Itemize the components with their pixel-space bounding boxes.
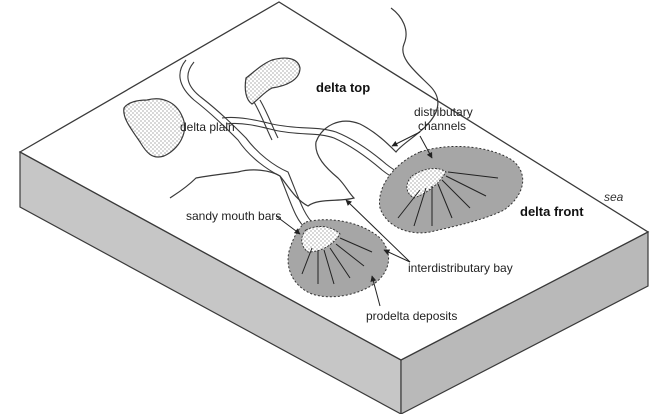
- label-distributary: distributary: [414, 105, 473, 119]
- label-delta-front: delta front: [520, 204, 584, 219]
- label-delta-top: delta top: [316, 80, 370, 95]
- label-channels: channels: [418, 119, 466, 133]
- label-prodelta-deposits: prodelta deposits: [366, 309, 457, 323]
- label-sandy-mouth-bars: sandy mouth bars: [186, 209, 281, 223]
- label-delta-plain: delta plain: [180, 120, 235, 134]
- label-interdistributary-bay: interdistributary bay: [408, 261, 513, 275]
- label-sea: sea: [604, 190, 624, 204]
